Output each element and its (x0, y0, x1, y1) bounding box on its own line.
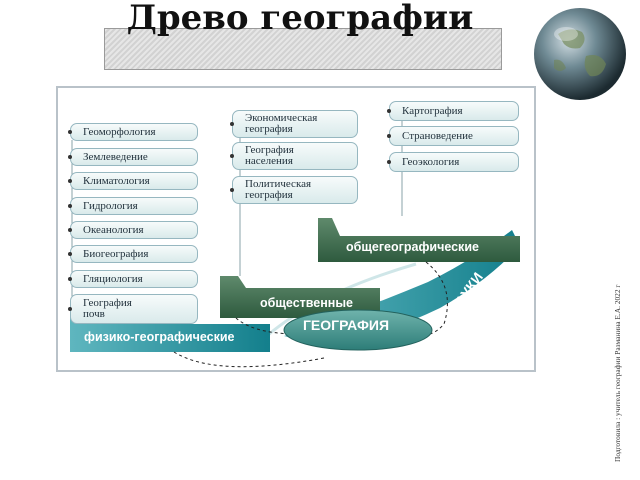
discipline-general_disciplines-1: Картография (389, 101, 519, 121)
category-general: общегеографические (346, 240, 479, 254)
folder-physical (70, 308, 270, 352)
title-banner (104, 28, 502, 70)
center-label: ГЕОГРАФИЯ (303, 317, 389, 333)
author-note: Подготовила : учитель географии Разманин… (613, 284, 622, 462)
connector-dot (230, 188, 234, 192)
discipline-physical_disciplines-2: Землеведение (70, 148, 198, 166)
discipline-physical_disciplines-7: Гляциология (70, 270, 198, 288)
discipline-social_disciplines-1: Экономическая география (232, 110, 358, 138)
folder-social (220, 276, 380, 318)
connector-dot (68, 155, 72, 159)
connector-dot (68, 277, 72, 281)
center-ellipse (283, 309, 433, 351)
connector-dot (68, 307, 72, 311)
connector-dot (68, 130, 72, 134)
discipline-physical_disciplines-1: Геоморфология (70, 123, 198, 141)
slide-title: Древо географии (126, 0, 474, 38)
discipline-physical_disciplines-4: Гидрология (70, 197, 198, 215)
connector-dot (387, 160, 391, 164)
discipline-general_disciplines-2: Страноведение (389, 126, 519, 146)
discipline-physical_disciplines-8: География почв (70, 294, 198, 324)
globe-image (534, 8, 626, 100)
folder-general (318, 218, 520, 262)
dashed-connector-physical (173, 351, 325, 368)
connector-dot (387, 109, 391, 113)
discipline-general_disciplines-3: Геоэкология (389, 152, 519, 172)
connector-dot (68, 252, 72, 256)
connector-dot (387, 134, 391, 138)
connector-dot (230, 122, 234, 126)
connector-dot (230, 154, 234, 158)
discipline-social_disciplines-3: Политическая география (232, 176, 358, 204)
discipline-physical_disciplines-3: Климатология (70, 172, 198, 190)
connector-dot (68, 179, 72, 183)
connector-dot (68, 204, 72, 208)
diagram-graphics: ГЕОГРАФИЯ НАУКИ (70, 108, 520, 368)
category-physical: физико-географические (84, 330, 235, 344)
discipline-physical_disciplines-5: Океанология (70, 221, 198, 239)
connector-dot (68, 228, 72, 232)
category-social: общественные (260, 296, 353, 310)
discipline-physical_disciplines-6: Биогеография (70, 245, 198, 263)
discipline-social_disciplines-2: География населения (232, 142, 358, 170)
geography-tree-diagram: ГЕОГРАФИЯ НАУКИ общегеографические общес… (56, 86, 536, 372)
